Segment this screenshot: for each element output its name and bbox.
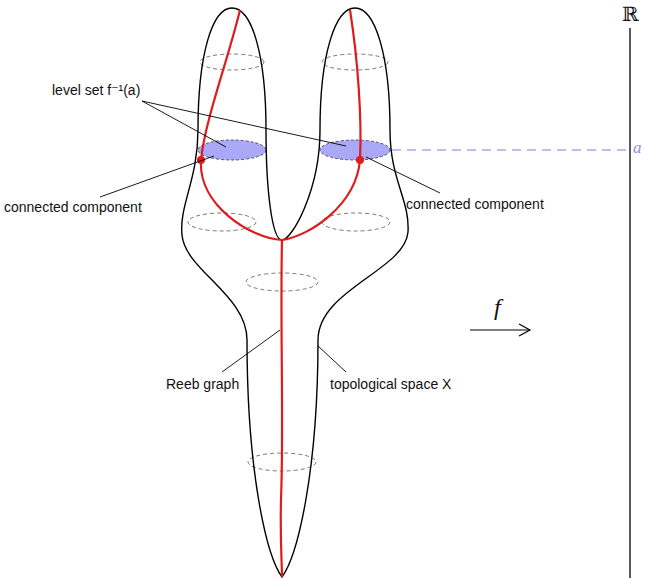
leader-line <box>142 101 226 147</box>
cross-section <box>200 54 264 70</box>
component-point <box>356 156 364 164</box>
real-axis <box>629 28 630 578</box>
level-set-label: level set f⁻¹(a) <box>52 82 140 98</box>
space-label: topological space X <box>330 376 451 392</box>
reeb-graph-branch <box>282 10 361 240</box>
component-label: connected component <box>4 199 142 215</box>
level-set-disc <box>198 140 266 160</box>
level-value-label: a <box>633 138 642 158</box>
leader-line <box>318 346 346 372</box>
reeb-graph-stem <box>281 240 282 577</box>
cross-section <box>322 213 390 231</box>
leader-line <box>142 101 346 146</box>
axis-label: ℝ <box>622 3 639 26</box>
leader-line <box>222 330 280 372</box>
leader-line <box>366 157 440 193</box>
map-label: f <box>494 294 501 322</box>
reeb-graph-label: Reeb graph <box>166 376 239 392</box>
leader-line <box>100 156 214 197</box>
component-label: connected component <box>406 196 544 212</box>
level-line <box>392 149 626 151</box>
topological-space-outline <box>182 8 408 577</box>
map-arrow <box>470 329 530 330</box>
reeb-graph-branch <box>201 10 282 240</box>
